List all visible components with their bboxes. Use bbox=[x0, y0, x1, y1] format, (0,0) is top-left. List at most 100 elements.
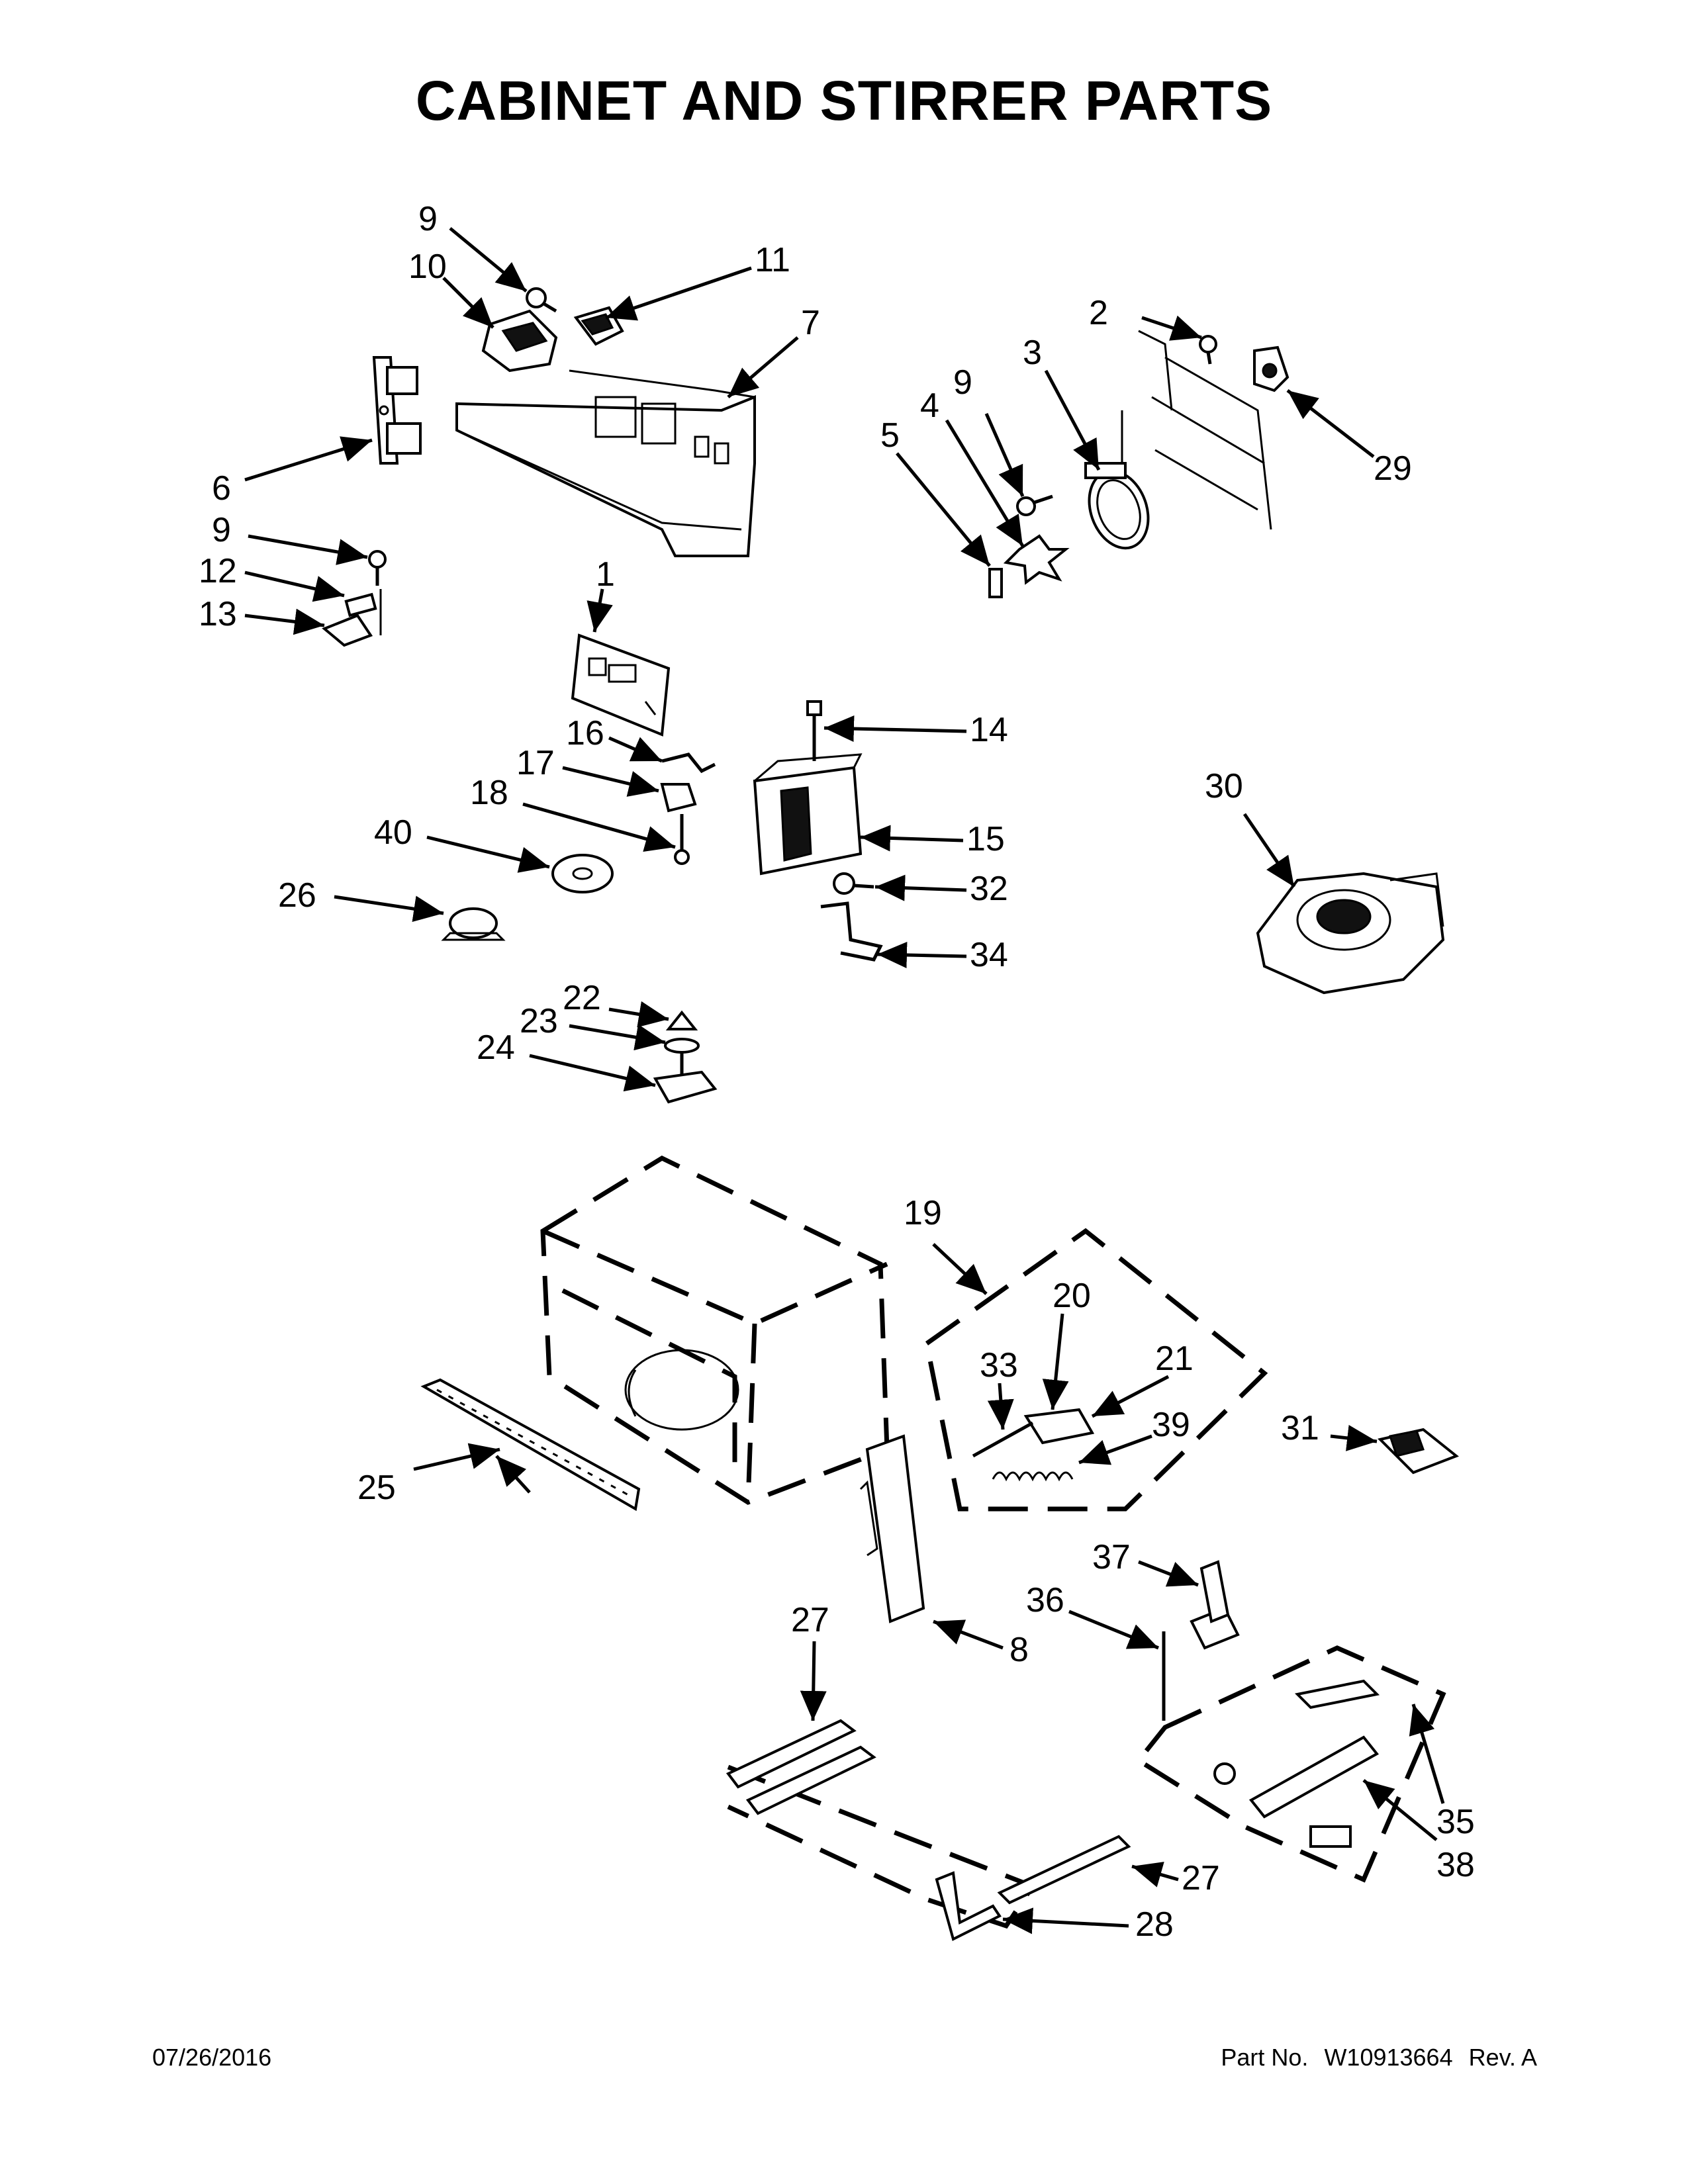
part-32-drawing bbox=[833, 872, 874, 895]
leader-5 bbox=[896, 452, 991, 567]
revision-label: Rev. A bbox=[1468, 2044, 1537, 2071]
part-10-drawing bbox=[481, 309, 558, 373]
leader-29 bbox=[1286, 389, 1375, 458]
callout-27-left: 27 bbox=[791, 1601, 829, 1639]
leader-24 bbox=[529, 1054, 656, 1092]
part-31-drawing bbox=[1378, 1428, 1459, 1475]
part-15-drawing bbox=[753, 753, 863, 876]
part-9-screw-right bbox=[1016, 494, 1053, 516]
part-29-drawing bbox=[1253, 345, 1289, 392]
callout-37: 37 bbox=[1092, 1538, 1131, 1576]
leader-10 bbox=[442, 277, 494, 329]
callout-4: 4 bbox=[920, 387, 939, 425]
leader-16 bbox=[608, 736, 663, 763]
part-34-drawing bbox=[820, 901, 883, 962]
leader-39 bbox=[1078, 1434, 1152, 1465]
leader-32 bbox=[874, 874, 967, 901]
leader-15 bbox=[860, 825, 964, 852]
callout-5: 5 bbox=[880, 416, 900, 455]
callout-11: 11 bbox=[755, 241, 790, 279]
leader-23 bbox=[569, 1024, 666, 1051]
part-27-rail-left bbox=[726, 1719, 876, 1815]
callout-18: 18 bbox=[470, 774, 508, 812]
callout-28: 28 bbox=[1135, 1905, 1174, 1944]
callout-9-left: 9 bbox=[212, 511, 231, 549]
callout-17: 17 bbox=[516, 744, 555, 782]
part-20-drawing bbox=[1023, 1408, 1095, 1445]
part-25-drawing bbox=[420, 1378, 641, 1512]
leader-19 bbox=[932, 1243, 988, 1295]
part-9-screw-left bbox=[368, 550, 387, 586]
leader-3 bbox=[1044, 369, 1101, 471]
part-1-drawing bbox=[571, 633, 671, 737]
part-16-drawing bbox=[661, 752, 716, 774]
leader-18 bbox=[522, 802, 676, 852]
diagram-title: CABINET AND STIRRER PARTS bbox=[415, 69, 1273, 132]
footer-part-number: Part No. W10913664 Rev. A bbox=[1211, 2044, 1537, 2071]
callout-3: 3 bbox=[1023, 334, 1042, 372]
leader-31 bbox=[1330, 1425, 1378, 1451]
callout-38: 38 bbox=[1436, 1846, 1475, 1884]
leader-25-base bbox=[495, 1455, 531, 1494]
callout-34: 34 bbox=[970, 936, 1008, 974]
part-17-drawing bbox=[660, 783, 697, 813]
callout-8: 8 bbox=[1009, 1631, 1029, 1669]
leader-38 bbox=[1362, 1779, 1438, 1841]
footer-date: 07/26/2016 bbox=[152, 2044, 272, 2071]
callout-29: 29 bbox=[1374, 449, 1412, 488]
part-3-drawing bbox=[1084, 462, 1150, 550]
callout-21: 21 bbox=[1155, 1340, 1194, 1378]
part-6-drawing bbox=[372, 356, 422, 465]
callout-19: 19 bbox=[904, 1194, 942, 1232]
part-30-drawing bbox=[1256, 872, 1445, 995]
part-26-drawing bbox=[441, 907, 506, 941]
part-2-drawing bbox=[1199, 335, 1217, 365]
callout-9-top: 9 bbox=[418, 200, 438, 238]
callout-25: 25 bbox=[357, 1469, 396, 1507]
leader-7 bbox=[727, 336, 799, 398]
callout-16: 16 bbox=[566, 714, 604, 752]
part-23-drawing bbox=[664, 1038, 700, 1075]
callout-12: 12 bbox=[199, 552, 237, 590]
part-40-drawing bbox=[551, 854, 614, 893]
callout-40: 40 bbox=[374, 813, 412, 852]
part-35-drawing bbox=[1135, 1645, 1446, 1883]
leader-21 bbox=[1091, 1375, 1170, 1418]
leader-9-left bbox=[248, 534, 368, 565]
part-8-drawing bbox=[859, 1434, 925, 1623]
leader-11 bbox=[605, 266, 752, 321]
part-number-prefix: Part No. bbox=[1221, 2044, 1309, 2071]
callout-36: 36 bbox=[1026, 1581, 1064, 1619]
part-33-drawing bbox=[972, 1421, 1034, 1458]
leader-1 bbox=[586, 588, 613, 633]
callout-39: 39 bbox=[1152, 1406, 1190, 1444]
leader-9-top bbox=[449, 227, 528, 293]
callout-32: 32 bbox=[970, 870, 1008, 908]
leader-8 bbox=[933, 1619, 1004, 1650]
leader-14 bbox=[823, 715, 967, 743]
callout-2: 2 bbox=[1089, 294, 1108, 332]
leader-26 bbox=[334, 895, 444, 923]
part-7-drawing bbox=[455, 369, 756, 557]
part-39-drawing bbox=[992, 1471, 1074, 1482]
callout-20: 20 bbox=[1053, 1277, 1091, 1315]
leader-33 bbox=[987, 1383, 1014, 1430]
part-27-rail-right bbox=[997, 1835, 1131, 1905]
floor-drawing bbox=[727, 1764, 1037, 1929]
callout-1: 1 bbox=[596, 555, 615, 594]
leader-13 bbox=[244, 608, 325, 635]
leader-30 bbox=[1243, 813, 1296, 888]
callout-27-right: 27 bbox=[1182, 1859, 1220, 1897]
part-4-drawing bbox=[1003, 534, 1070, 585]
leader-40 bbox=[426, 835, 550, 873]
cavity-drawing bbox=[540, 1156, 890, 1505]
callout-22: 22 bbox=[563, 979, 601, 1017]
part-38-drawing bbox=[1248, 1735, 1380, 1819]
callout-30: 30 bbox=[1205, 767, 1243, 805]
leader-22 bbox=[608, 1001, 669, 1028]
leader-37 bbox=[1138, 1560, 1199, 1587]
leader-20 bbox=[1042, 1313, 1069, 1410]
callout-13: 13 bbox=[199, 595, 237, 633]
part-9-screw-top bbox=[526, 287, 557, 313]
leader-27-right bbox=[1131, 1862, 1179, 1888]
